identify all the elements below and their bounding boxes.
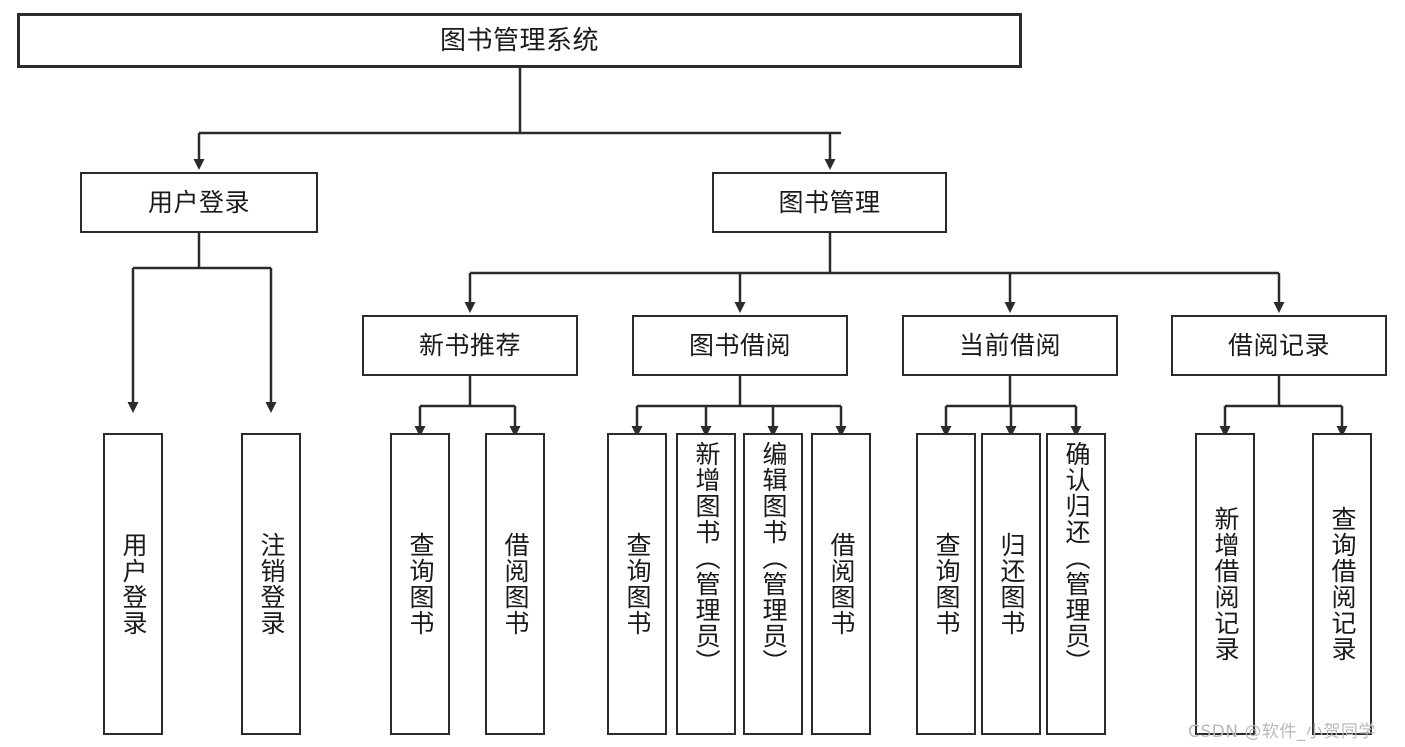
node-book-borrow[interactable]: 图书借阅 [632,315,848,376]
leaf-user-login[interactable]: 用户登录 [103,433,163,735]
leaf-query-book-3-label: 查询图书 [932,532,961,636]
leaf-return-book[interactable]: 归还图书 [981,433,1041,735]
node-book-borrow-label: 图书借阅 [688,331,791,360]
node-current-borrow-label: 当前借阅 [958,331,1061,360]
leaf-add-record[interactable]: 新增借阅记录 [1195,433,1255,735]
node-new-book-recommend-label: 新书推荐 [418,331,521,360]
node-user-login-label: 用户登录 [147,188,250,217]
leaf-add-record-label: 新增借阅记录 [1211,506,1240,662]
node-borrow-record[interactable]: 借阅记录 [1171,315,1387,376]
node-book-manage[interactable]: 图书管理 [712,172,947,233]
leaf-add-book[interactable]: 新增图书（管理员） [676,433,736,735]
node-user-login[interactable]: 用户登录 [80,172,318,233]
csdn-watermark: CSDN @软件_小贺同学 [1188,722,1376,742]
leaf-borrow-book-1-label: 借阅图书 [501,532,530,636]
leaf-edit-book[interactable]: 编辑图书（管理员） [743,433,803,735]
leaf-confirm-return[interactable]: 确认归还（管理员） [1046,433,1106,735]
leaf-logout-label: 注销登录 [257,532,286,636]
leaf-edit-book-label: 编辑图书（管理员） [759,441,788,675]
leaf-query-book-1[interactable]: 查询图书 [390,433,450,735]
leaf-query-book-1-label: 查询图书 [406,532,435,636]
node-book-manage-label: 图书管理 [778,188,881,217]
leaf-borrow-book-1[interactable]: 借阅图书 [485,433,545,735]
leaf-logout[interactable]: 注销登录 [241,433,301,735]
leaf-borrow-book-2[interactable]: 借阅图书 [811,433,871,735]
node-new-book-recommend[interactable]: 新书推荐 [362,315,578,376]
leaf-borrow-book-2-label: 借阅图书 [827,532,856,636]
node-root[interactable]: 图书管理系统 [17,13,1022,68]
leaf-user-login-label: 用户登录 [119,532,148,636]
leaf-query-record[interactable]: 查询借阅记录 [1312,433,1372,735]
leaf-query-book-2-label: 查询图书 [623,532,652,636]
leaf-query-book-2[interactable]: 查询图书 [607,433,667,735]
leaf-add-book-label: 新增图书（管理员） [692,441,721,675]
node-borrow-record-label: 借阅记录 [1227,331,1330,360]
leaf-query-record-label: 查询借阅记录 [1328,506,1357,662]
node-root-label: 图书管理系统 [439,25,599,56]
leaf-confirm-return-label: 确认归还（管理员） [1062,441,1091,675]
leaf-query-book-3[interactable]: 查询图书 [916,433,976,735]
node-current-borrow[interactable]: 当前借阅 [902,315,1118,376]
leaf-return-book-label: 归还图书 [997,532,1026,636]
